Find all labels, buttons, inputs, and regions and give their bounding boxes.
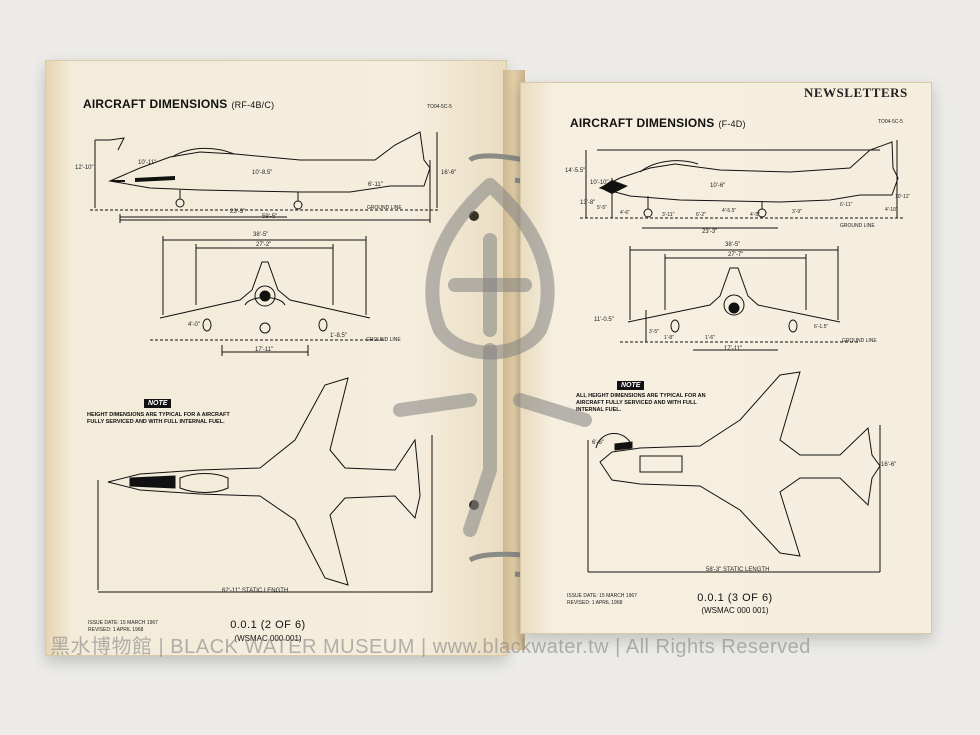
left-front-ground: GROUND LINE (366, 337, 401, 343)
right-dim-tail: 14'-5.5" (565, 168, 586, 174)
left-dim-folded-span: 27'-2" (256, 242, 272, 248)
left-note-badge: NOTE (144, 399, 172, 408)
right-doc-code: TO04-5C-5 (878, 119, 903, 125)
right-dim-6-11: 6'-11" (840, 202, 853, 208)
right-wsmac: (WSMAC 000 001) (701, 606, 769, 615)
right-dim-4-6: 4'-6" (620, 210, 630, 216)
right-front-ground: GROUND LINE (842, 338, 877, 344)
left-page (45, 60, 507, 656)
museum-watermark: 黑水博物館 | BLACK WATER MUSEUM | www.blackwa… (50, 636, 811, 658)
left-dim-tail-gear: 6'-11" (368, 182, 383, 188)
left-dim-fuselage: 10'-8.5" (252, 170, 273, 176)
right-note-badge: NOTE (617, 381, 645, 390)
right-dim-10-11: 10'-11" (895, 194, 911, 200)
left-dim-canopy: 10'-11" (138, 160, 157, 166)
left-static-length: 62'-11" STATIC LENGTH (222, 588, 289, 594)
right-dim-6-6: 6'-6" (592, 440, 604, 446)
right-page-number: 0.0.1 (3 OF 6) (697, 592, 773, 604)
right-page-title: AIRCRAFT DIMENSIONS(F-4D) (570, 116, 746, 130)
left-dim-gear-height: 4'-0" (188, 322, 200, 328)
right-ground-line: GROUND LINE (840, 223, 875, 229)
right-dim-folded-span: 27'-7" (728, 252, 744, 258)
right-dim-3-9: 3'-9" (792, 209, 802, 215)
left-revised: REVISED: 1 APRIL 1968 (88, 627, 144, 633)
left-title-text: AIRCRAFT DIMENSIONS (83, 97, 228, 111)
left-page-number: 0.0.1 (2 OF 6) (230, 619, 306, 631)
right-dim-span: 38'-5" (725, 242, 741, 248)
left-wsmac: (WSMAC 000 001) (234, 634, 302, 643)
right-dim-11-0-5: 11'-0.5" (594, 317, 614, 323)
right-static-length: 58'-3" STATIC LENGTH (706, 567, 770, 573)
right-dim-1-6: 1'-6" (705, 335, 715, 341)
left-ground-line: GROUND LINE (367, 205, 402, 211)
right-dim-16-6: 16'-6" (881, 462, 897, 468)
right-dim-nose-height: 13'-8" (580, 200, 596, 206)
left-dim-span: 38'-5" (253, 232, 269, 238)
left-dim-clearance: 1'-8.5" (330, 333, 347, 339)
newsletters-tab: NEWSLETTERS (804, 85, 908, 100)
right-dim-4-10: 4'-10" (885, 207, 898, 213)
left-dim-height-nose: 12'-10" (75, 165, 94, 171)
left-dim-track: 17'-11" (255, 347, 274, 353)
right-dim-fuselage: 10'-6" (710, 183, 726, 189)
right-title-text: AIRCRAFT DIMENSIONS (570, 116, 715, 130)
right-dim-6-2: 6'-2" (696, 212, 706, 218)
right-model: (F-4D) (718, 119, 746, 129)
left-page-title: AIRCRAFT DIMENSIONS(RF-4B/C) (83, 97, 274, 111)
right-dim-4-5-5: 4'-5.5" (722, 208, 737, 214)
right-dim-wheelbase: 23'-3" (702, 229, 718, 235)
right-issue-date: ISSUE DATE: 15 MARCH 1967 (567, 593, 637, 599)
right-dim-5-5: 5'-5" (597, 205, 607, 211)
left-issue-date: ISSUE DATE: 15 MARCH 1967 (88, 620, 158, 626)
right-dim-track: 17'-11" (724, 346, 743, 352)
right-dim-3-11: 3'-11" (662, 212, 675, 218)
left-note-text: HEIGHT DIMENSIONS ARE TYPICAL FOR A AIRC… (87, 412, 230, 425)
left-model: (RF-4B/C) (231, 100, 275, 110)
right-note-text: ALL HEIGHT DIMENSIONS ARE TYPICAL FOR AN… (576, 393, 706, 413)
right-dim-1-8: 1'-8" (664, 335, 674, 341)
right-revised: REVISED: 1 APRIL 1968 (567, 600, 623, 606)
left-doc-code: TO04-5C-5 (427, 104, 452, 110)
left-dim-wheelbase: 23'-3" (230, 209, 246, 215)
right-dim-3-5: 3'-5" (649, 329, 659, 335)
right-page (520, 82, 932, 634)
right-dim-6-1-5: 6'-1.5" (814, 324, 829, 330)
right-dim-4-5: 4'-5" (750, 212, 760, 218)
left-dim-overall: 59'-5" (262, 214, 278, 220)
right-dim-canopy: 10'-10" (590, 180, 609, 186)
left-dim-tail-height: 16'-6" (441, 170, 457, 176)
